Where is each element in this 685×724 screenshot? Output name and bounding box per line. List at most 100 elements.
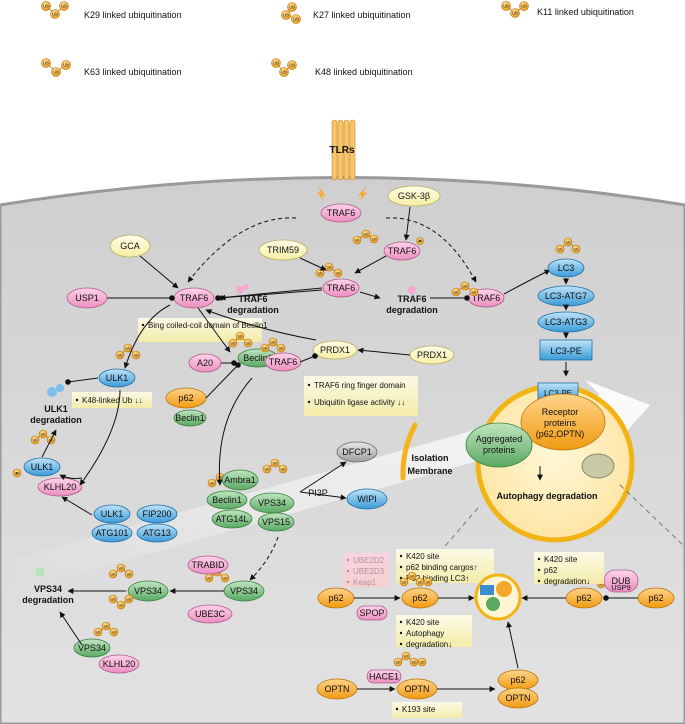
ubiquitin-label: Ub [273,61,279,66]
ubiquitin-label: Ub [223,576,228,580]
dfcp1-node: DFCP1 [336,441,378,463]
ubiquitin-icon: Ub [207,478,217,488]
inhibition-line [67,377,99,383]
p62-optn-label: p62 [510,675,525,685]
ubiquitin-icon: Ub [124,594,134,604]
tlr-receptor [337,119,344,181]
ubiquitin-label: Ub [210,481,215,485]
activation-arrow [359,291,381,300]
ubiquitin-label: Ub [15,471,20,475]
ubiquitin-icon: Ub [324,262,334,272]
legend-k27: K27 linked ubiquitination [313,10,411,20]
ubiquitin-icon: Ub [279,67,289,77]
phospho-label: P [419,239,422,244]
ubiquitin-icon: Ub [287,60,297,70]
ubiquitin-label: Ub [418,580,423,584]
isolation-label-2: Membrane [407,466,452,476]
ulk1-mid-label: ULK1 [31,462,54,472]
activation-arrow [403,206,411,241]
activation-arrow [139,255,179,289]
activation-arrow [205,309,317,341]
ubiquitin-label: Ub [327,265,332,269]
usp9-note-line: p62 [544,566,558,575]
vps34-deg-right: VPS34 [223,580,265,602]
activation-arrow [219,289,323,301]
optn-c: OPTN [497,687,539,709]
ubiquitin-label: Ub [318,271,323,275]
ubiquitin-icon: Ub [315,268,325,278]
ubiquitin-icon: Ub [41,1,51,11]
gsk3b-node-label: GSK-3β [398,191,430,201]
ubiquitin-label: Ub [558,247,563,251]
ubiquitin-icon: Ub [59,1,69,11]
ubiquitin-label: Ub [134,353,139,357]
ubiquitin-icon: Ub [460,281,470,291]
bing-note: Bing coiled-coil domain of Beclin1 [138,318,268,342]
ubiquitin-label: Ub [599,582,604,586]
ubiquitin-label: Ub [420,660,425,664]
ubiquitin-label: Ub [238,334,243,338]
ubiquitin-label: Ub [293,17,299,22]
dub-node-label: DUB [611,576,630,586]
ubiquitin-label: Ub [281,467,286,471]
mitochondria-icon [581,453,615,479]
ubiquitin-label: Ub [472,290,477,294]
tlr-receptor [343,119,350,181]
pi3p-label: PI3P [308,488,328,498]
degradation-fragment-icon [243,284,249,290]
ubiquitin-label: Ub [104,624,109,628]
ulk1-degradation-1: ULK1 [44,404,68,414]
receptor-proteins [520,393,606,451]
inhibition-head [169,295,175,301]
p62-note-line: p62 binding cargos↑ [406,563,478,572]
ubiquitin-label: Ub [271,340,276,344]
vps34-deg-left-label: VPS34 [134,586,162,596]
p62-note-line: P62 binding LC3↑ [406,574,469,583]
inhibition-head [603,595,609,601]
ubiquitin-icon: Ub [220,573,230,583]
ubiquitin-icon: Ub [12,468,22,478]
ubiquitin-icon: Ub [399,577,409,587]
p62-b: p62 [401,587,439,609]
activation-arrow [41,429,57,458]
zoom-line [619,484,684,546]
k193-note-line: K193 site [402,705,436,714]
aggregated-proteins [465,422,533,468]
p62-note-line: K420 site [406,552,440,561]
ubiquitin-label: Ub [263,346,268,350]
ulk1-complex: ULK1 [93,504,131,524]
inhibition-head [464,295,470,301]
ambra1-node-label: Ambra1 [224,475,256,485]
ubiquitin-icon: Ub [228,338,238,348]
degradation-fragment-icon [47,387,57,397]
vps34-deg-right-label: VPS34 [230,586,258,596]
vps34-degradation-1: VPS34 [34,584,62,594]
receptor-label-1: Receptor [542,407,579,417]
lc3-atg3-node-label: LC3-ATG3 [545,317,587,327]
traf6-prdx1: TRAF6 [264,352,302,372]
traf6-degradation-right-1: TRAF6 [398,294,427,304]
traf6-membrane-label: TRAF6 [327,208,356,218]
ubiquitin-icon: Ub [101,621,111,631]
ubiquitin-label: Ub [273,461,278,465]
signal-bolt-icon [317,186,326,201]
legend-k63: K63 linked ubiquitination [84,67,182,77]
ubiquitin-label: Ub [396,660,401,664]
signal-bolt-icon [358,186,367,201]
receptor-mini [496,581,512,597]
traf6-prdx1-label: TRAF6 [269,357,298,367]
ubiquitin-icon: Ub [333,268,343,278]
ubiquitin-icon: Ub [563,237,573,247]
ubiquitin-label: Ub [52,12,58,17]
ring-note-2: Ubiquitin ligase activity ↓↓ [314,398,405,407]
wipi-node: WIPI [346,488,388,510]
ubiquitin-label: Ub [127,597,132,601]
atg101-node-label: ATG101 [96,528,129,538]
vps15-node-label: VPS15 [262,517,290,527]
ube3c-node-label: UBE3C [195,609,226,619]
lc3-pe-inner-label: LC3-PE [544,389,572,398]
ubiquitin-icon: Ub [501,1,511,11]
ubiquitin-icon: Ub [270,458,280,468]
ube3c-node: UBE3C [187,604,233,624]
